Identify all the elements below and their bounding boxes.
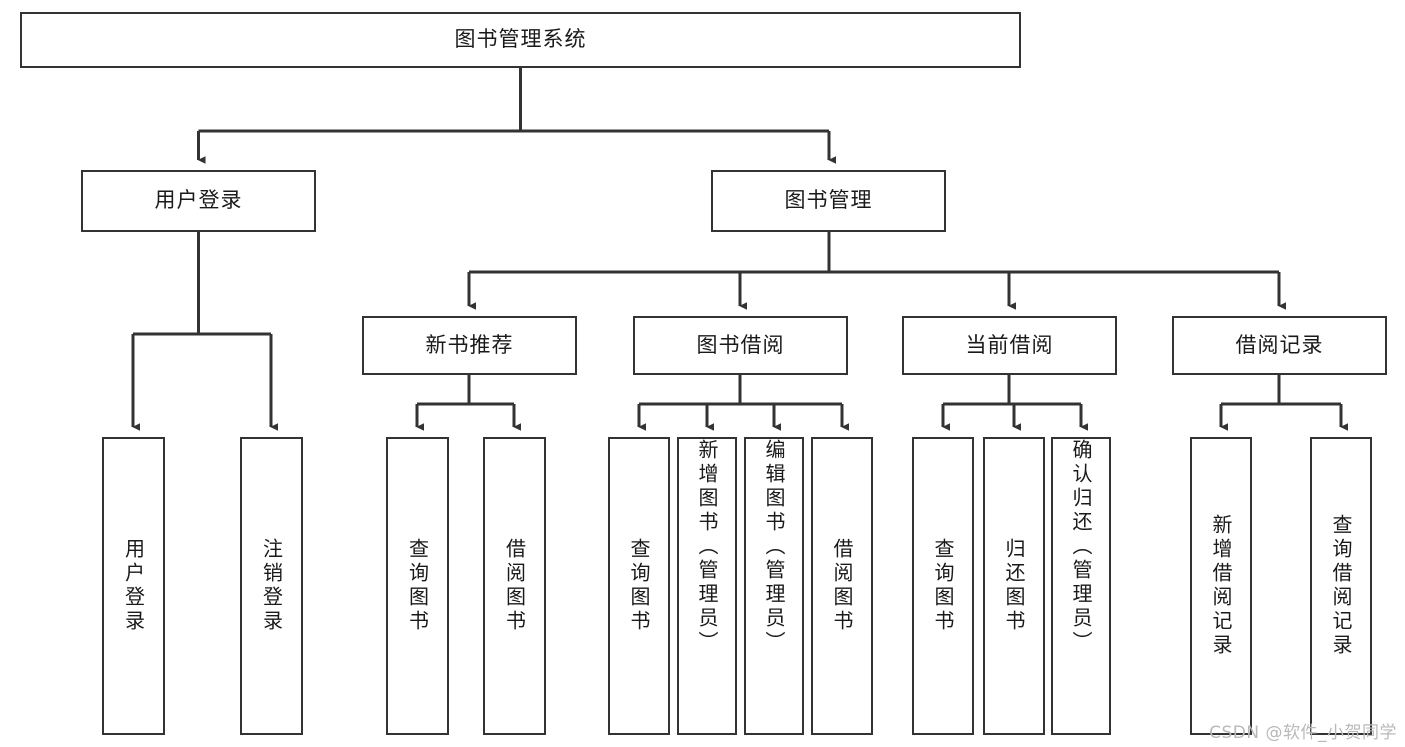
- leaf-query-book-current-label: 查询图书: [931, 538, 955, 634]
- node-book-management[interactable]: 图书管理: [711, 170, 946, 232]
- edge-bookmgmt-to-level3: [467, 232, 1286, 310]
- leaf-edit-book-admin-label: 编辑图书（管理员）: [762, 439, 786, 655]
- leaf-borrow-book-recommend[interactable]: 借阅图书: [483, 437, 546, 735]
- watermark-text: CSDN @软件_小贺同学: [1209, 723, 1397, 743]
- leaf-query-book-borrow-label: 查询图书: [627, 538, 651, 634]
- node-borrow-records[interactable]: 借阅记录: [1172, 316, 1387, 375]
- edge-newbook-to-leaves: [415, 375, 521, 431]
- leaf-user-logout-label: 注销登录: [259, 538, 284, 634]
- node-user-login-label: 用户登录: [154, 188, 243, 213]
- leaf-return-book-label: 归还图书: [1002, 538, 1026, 634]
- edge-records-to-leaves: [1219, 375, 1348, 431]
- node-current-borrow[interactable]: 当前借阅: [902, 316, 1117, 375]
- edge-borrow-to-leaves: [637, 375, 849, 431]
- leaf-query-book-recommend-label: 查询图书: [405, 538, 430, 634]
- node-current-borrow-label: 当前借阅: [965, 332, 1054, 357]
- node-book-borrow[interactable]: 图书借阅: [633, 316, 848, 375]
- node-new-book-recommend-label: 新书推荐: [425, 332, 514, 357]
- leaf-confirm-return-admin[interactable]: 确认归还（管理员）: [1051, 437, 1111, 735]
- leaf-query-borrow-record[interactable]: 查询借阅记录: [1310, 437, 1372, 735]
- leaf-query-book-recommend[interactable]: 查询图书: [386, 437, 449, 735]
- leaf-add-book-admin[interactable]: 新增图书（管理员）: [677, 437, 737, 735]
- leaf-add-book-admin-label: 新增图书（管理员）: [695, 439, 719, 655]
- leaf-confirm-return-admin-label: 确认归还（管理员）: [1069, 439, 1093, 655]
- node-root[interactable]: 图书管理系统: [20, 12, 1021, 68]
- node-book-management-label: 图书管理: [784, 188, 873, 213]
- leaf-borrow-book-label: 借阅图书: [830, 538, 854, 634]
- leaf-borrow-book-recommend-label: 借阅图书: [502, 538, 527, 634]
- node-user-login[interactable]: 用户登录: [81, 170, 316, 232]
- leaf-user-login-label: 用户登录: [121, 538, 146, 634]
- node-book-borrow-label: 图书借阅: [696, 332, 785, 357]
- leaf-user-login[interactable]: 用户登录: [102, 437, 165, 735]
- node-borrow-records-label: 借阅记录: [1235, 332, 1324, 357]
- leaf-query-book-borrow[interactable]: 查询图书: [608, 437, 670, 735]
- edge-root-to-level2: [197, 68, 836, 164]
- leaf-query-borrow-record-label: 查询借阅记录: [1329, 514, 1353, 658]
- leaf-return-book[interactable]: 归还图书: [983, 437, 1045, 735]
- node-root-label: 图书管理系统: [454, 27, 587, 52]
- leaf-user-logout[interactable]: 注销登录: [240, 437, 303, 735]
- edge-current-to-leaves: [941, 375, 1088, 431]
- leaf-edit-book-admin[interactable]: 编辑图书（管理员）: [744, 437, 804, 735]
- leaf-add-borrow-record-label: 新增借阅记录: [1209, 514, 1233, 658]
- edge-userlogin-to-leaves: [131, 232, 278, 431]
- leaf-borrow-book[interactable]: 借阅图书: [811, 437, 873, 735]
- leaf-add-borrow-record[interactable]: 新增借阅记录: [1190, 437, 1252, 735]
- leaf-query-book-current[interactable]: 查询图书: [912, 437, 974, 735]
- node-new-book-recommend[interactable]: 新书推荐: [362, 316, 577, 375]
